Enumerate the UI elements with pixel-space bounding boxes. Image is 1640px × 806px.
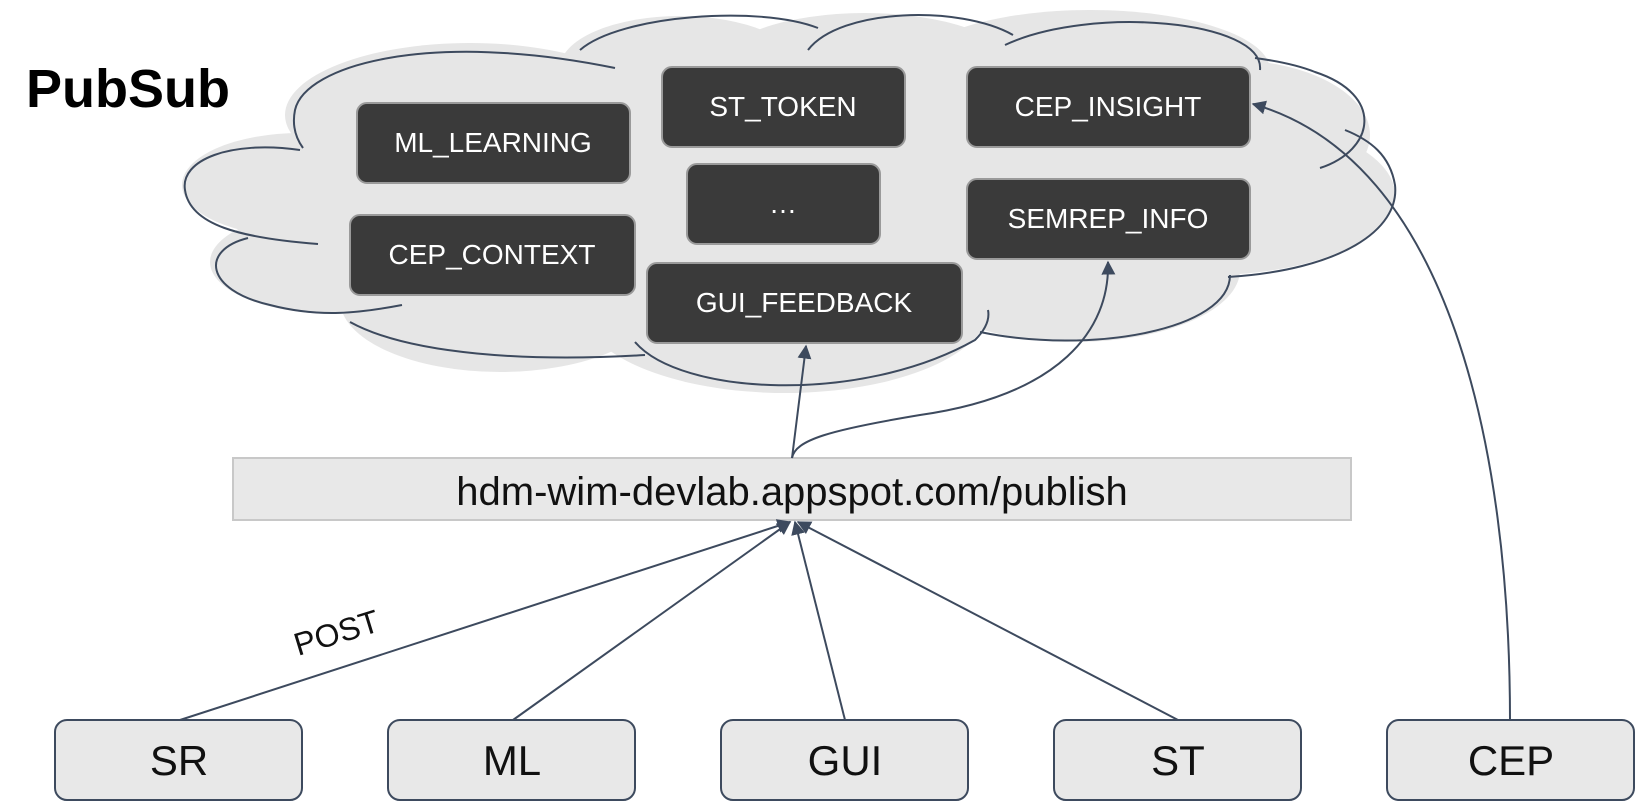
client-label: ML — [483, 737, 541, 784]
client-cep: CEP — [1386, 719, 1635, 801]
client-label: ST — [1151, 737, 1205, 784]
client-label: GUI — [808, 737, 883, 784]
topic-cep-context: CEP_CONTEXT — [349, 214, 636, 296]
client-gui: GUI — [720, 719, 969, 801]
client-sr: SR — [54, 719, 303, 801]
topic-ml-learning: ML_LEARNING — [356, 102, 631, 184]
arrow-endpoint-to-semrep-info — [791, 260, 1116, 459]
topic-label: … — [769, 188, 797, 219]
client-ml: ML — [387, 719, 636, 801]
client-label: CEP — [1468, 737, 1554, 784]
arrow-cep-to-cep-insight — [1251, 100, 1511, 721]
topic-label: SEMREP_INFO — [1008, 203, 1209, 234]
topic-label: ML_LEARNING — [394, 127, 592, 158]
topic-label: CEP_INSIGHT — [1015, 91, 1202, 122]
post-label: POST — [290, 603, 384, 663]
topic-semrep-info: SEMREP_INFO — [966, 178, 1251, 260]
topic-label: ST_TOKEN — [709, 91, 856, 122]
arrow-endpoint-to-gui-feedback — [791, 344, 812, 459]
topic-cep-insight: CEP_INSIGHT — [966, 66, 1251, 148]
client-st: ST — [1053, 719, 1302, 801]
topic-label: CEP_CONTEXT — [389, 239, 596, 270]
arrow-st-to-endpoint — [796, 521, 1179, 721]
topic-ellipsis: … — [686, 163, 881, 245]
arrow-sr-to-endpoint — [179, 519, 792, 721]
diagram-title: PubSub — [26, 59, 230, 119]
topic-st-token: ST_TOKEN — [661, 66, 906, 148]
arrow-ml-to-endpoint — [512, 521, 792, 721]
topic-label: GUI_FEEDBACK — [696, 287, 913, 318]
publish-endpoint: hdm-wim-devlab.appspot.com/publish — [232, 457, 1352, 521]
client-label: SR — [150, 737, 208, 784]
topic-gui-feedback: GUI_FEEDBACK — [646, 262, 963, 344]
arrow-gui-to-endpoint — [791, 520, 846, 721]
endpoint-url: hdm-wim-devlab.appspot.com/publish — [456, 470, 1127, 514]
